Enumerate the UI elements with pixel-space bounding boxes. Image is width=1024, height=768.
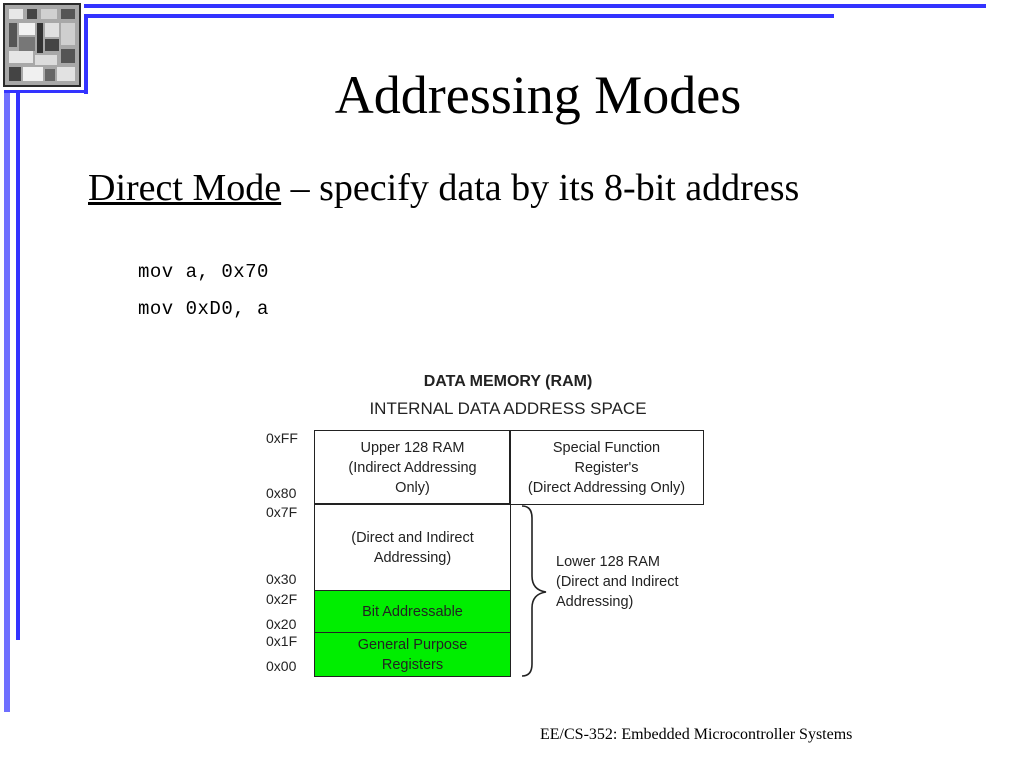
sfr-label: Special Function Register's (Direct Addr… bbox=[527, 439, 686, 496]
slide-title: Addressing Modes bbox=[334, 65, 742, 125]
right-brace-icon bbox=[521, 505, 547, 677]
address-label: 0x30 bbox=[266, 571, 297, 587]
slide-subtitle: Direct Mode – specify data by its 8-bit … bbox=[88, 164, 988, 212]
microchip-die-icon bbox=[3, 3, 81, 87]
address-label: 0x7F bbox=[266, 504, 298, 520]
code-line-1: mov a, 0x70 bbox=[138, 261, 269, 283]
address-label: 0x1F bbox=[266, 633, 298, 649]
upper-ram-label: Upper 128 RAM (Indirect Addressing Only) bbox=[348, 439, 477, 496]
diagram-title: DATA MEMORY (RAM) bbox=[423, 373, 593, 390]
upper-ram-block: Upper 128 RAM (Indirect Addressing Only) bbox=[314, 430, 511, 505]
diagram-subtitle: INTERNAL DATA ADDRESS SPACE bbox=[369, 399, 647, 418]
frame-left-line bbox=[16, 92, 20, 640]
address-label: 0x80 bbox=[266, 485, 297, 501]
direct-indirect-label: (Direct and Indirect Addressing) bbox=[351, 529, 474, 566]
code-line-2: mov 0xD0, a bbox=[138, 298, 269, 320]
frame-left-line-inner bbox=[84, 14, 88, 94]
general-purpose-registers-block: General Purpose Registers bbox=[314, 632, 511, 677]
frame-logo-underline bbox=[4, 90, 88, 93]
frame-left-line-outer bbox=[4, 92, 10, 712]
sfr-block: Special Function Register's (Direct Addr… bbox=[509, 430, 704, 505]
bit-addressable-block: Bit Addressable bbox=[314, 590, 511, 634]
address-label: 0x2F bbox=[266, 591, 298, 607]
address-label: 0xFF bbox=[266, 430, 298, 446]
address-label: 0x20 bbox=[266, 616, 297, 632]
address-label: 0x00 bbox=[266, 658, 297, 674]
frame-top-line-inner bbox=[84, 14, 834, 18]
lower-ram-label: Lower 128 RAM (Direct and Indirect Addre… bbox=[556, 554, 679, 610]
slide-footer: EE/CS-352: Embedded Microcontroller Syst… bbox=[540, 726, 853, 743]
subtitle-term: Direct Mode bbox=[88, 167, 282, 209]
bit-addressable-label: Bit Addressable bbox=[362, 604, 463, 620]
general-purpose-label: General Purpose Registers bbox=[357, 636, 468, 673]
subtitle-description: – specify data by its 8-bit address bbox=[281, 167, 800, 209]
frame-top-line bbox=[84, 4, 986, 8]
direct-indirect-block: (Direct and Indirect Addressing) bbox=[314, 503, 511, 592]
